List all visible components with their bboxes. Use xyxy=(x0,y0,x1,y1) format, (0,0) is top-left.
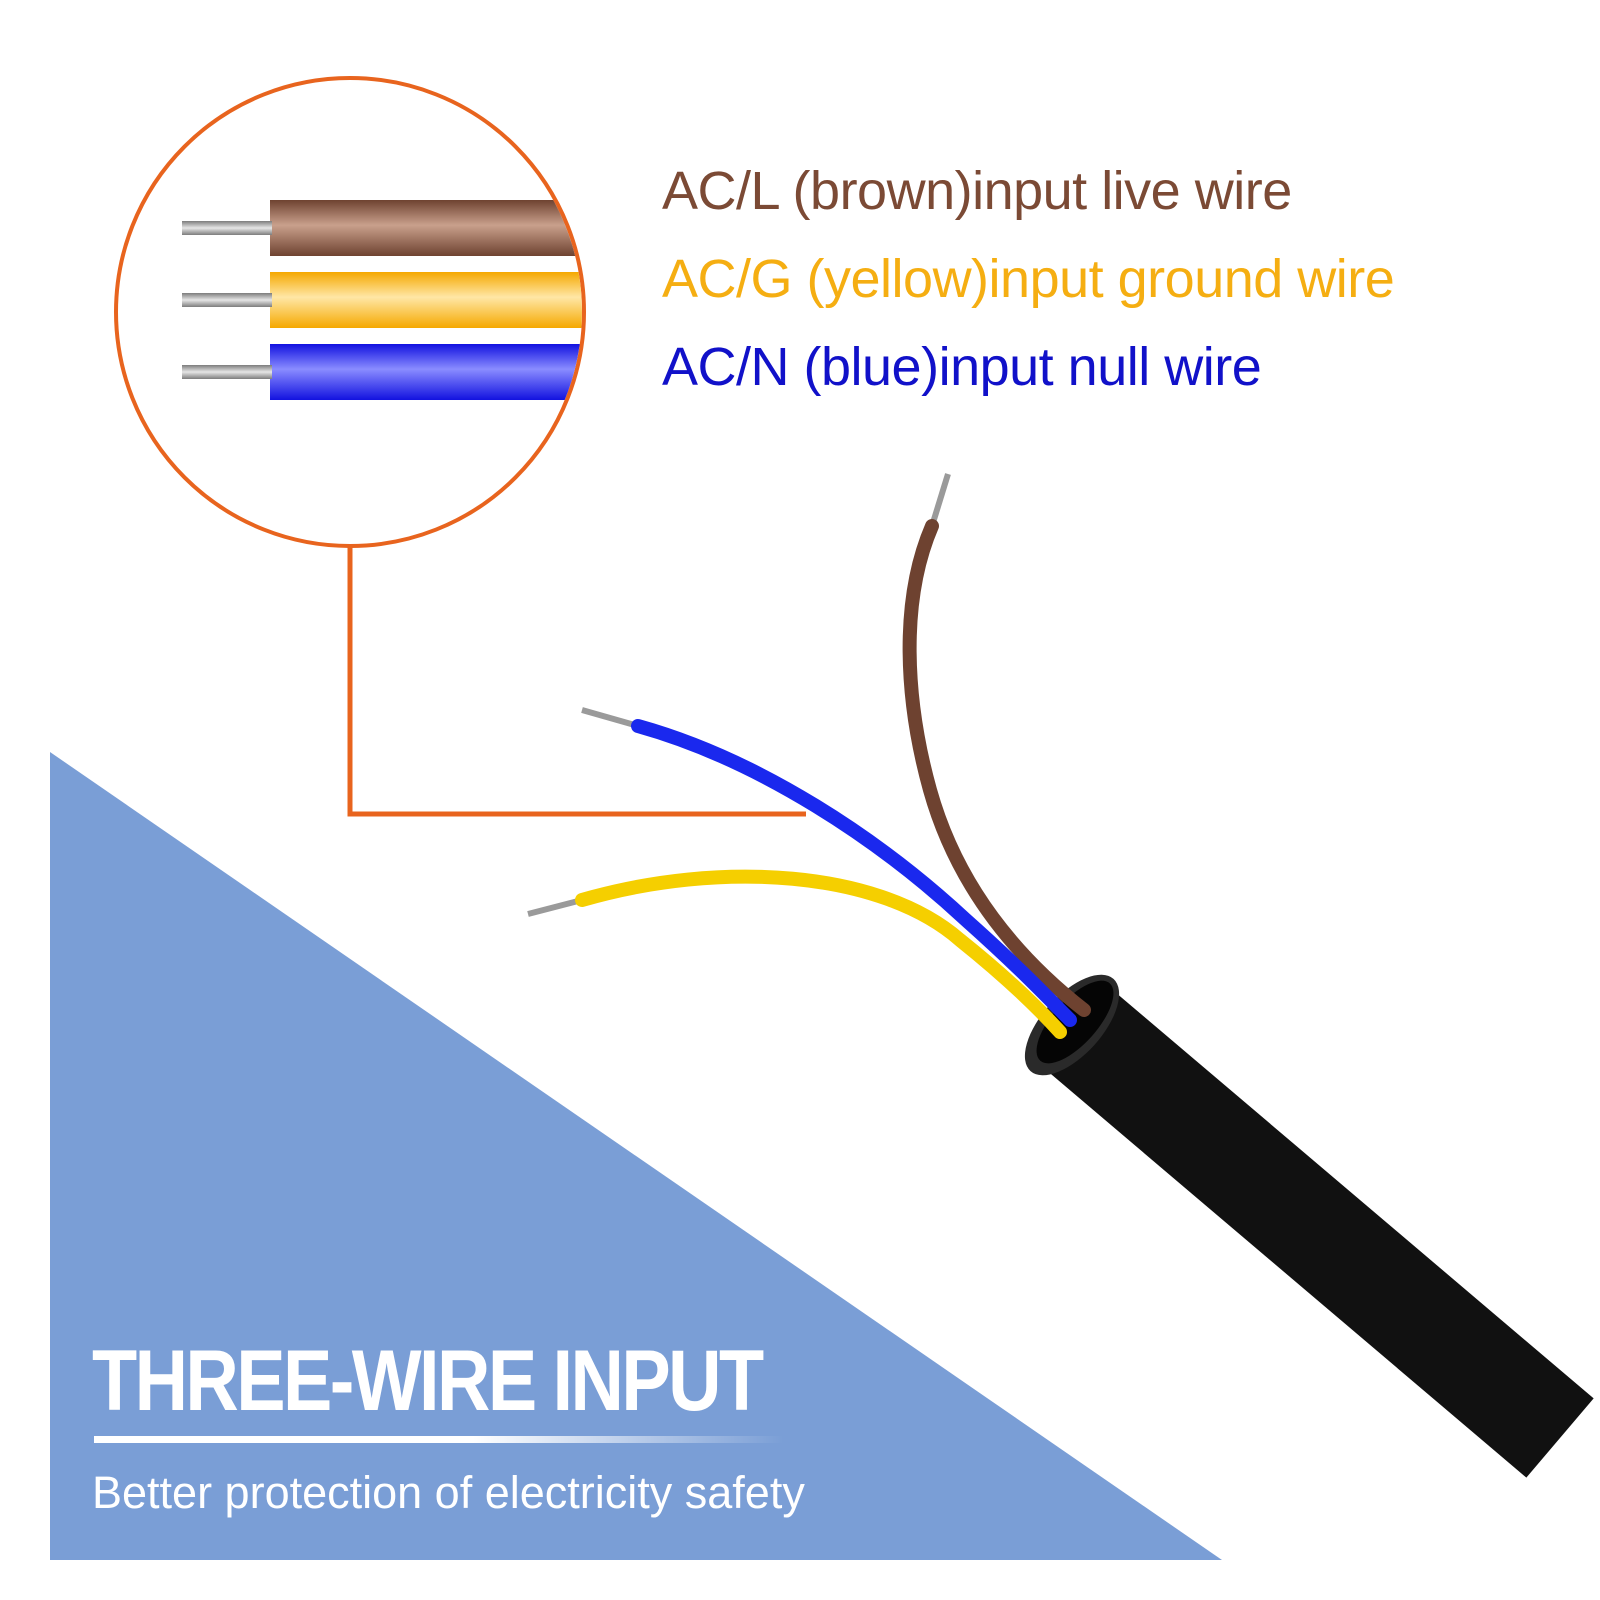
blue-conductor-tip xyxy=(581,707,639,729)
banner-tagline: Better protection of electricity safety xyxy=(92,1467,805,1518)
banner-background xyxy=(50,752,1222,1560)
yellow-conductor-tip xyxy=(527,897,583,917)
brown-conductor-tip xyxy=(929,473,951,527)
callout-leader-line xyxy=(347,546,806,817)
yellow-wire xyxy=(575,869,1067,1039)
legend-null-wire: AC/N (blue)input null wire xyxy=(662,337,1262,397)
brown-wire-closeup xyxy=(270,200,582,256)
brown-wire xyxy=(902,519,1091,1017)
blue-wire xyxy=(631,719,1077,1027)
yellow-conductor-closeup xyxy=(182,293,272,307)
blue-wire-closeup xyxy=(270,344,582,400)
yellow-wire-closeup xyxy=(270,272,582,328)
banner-divider xyxy=(94,1436,784,1443)
blue-conductor-closeup xyxy=(182,365,272,379)
legend-live-wire: AC/L (brown)input live wire xyxy=(662,161,1292,221)
banner-headline: THREE-WIRE INPUT xyxy=(92,1333,764,1429)
brown-conductor-closeup xyxy=(182,221,272,235)
cable-jacket xyxy=(1024,974,1594,1478)
magnified-wire-view xyxy=(114,76,586,548)
legend-ground-wire: AC/G (yellow)input ground wire xyxy=(662,249,1395,309)
